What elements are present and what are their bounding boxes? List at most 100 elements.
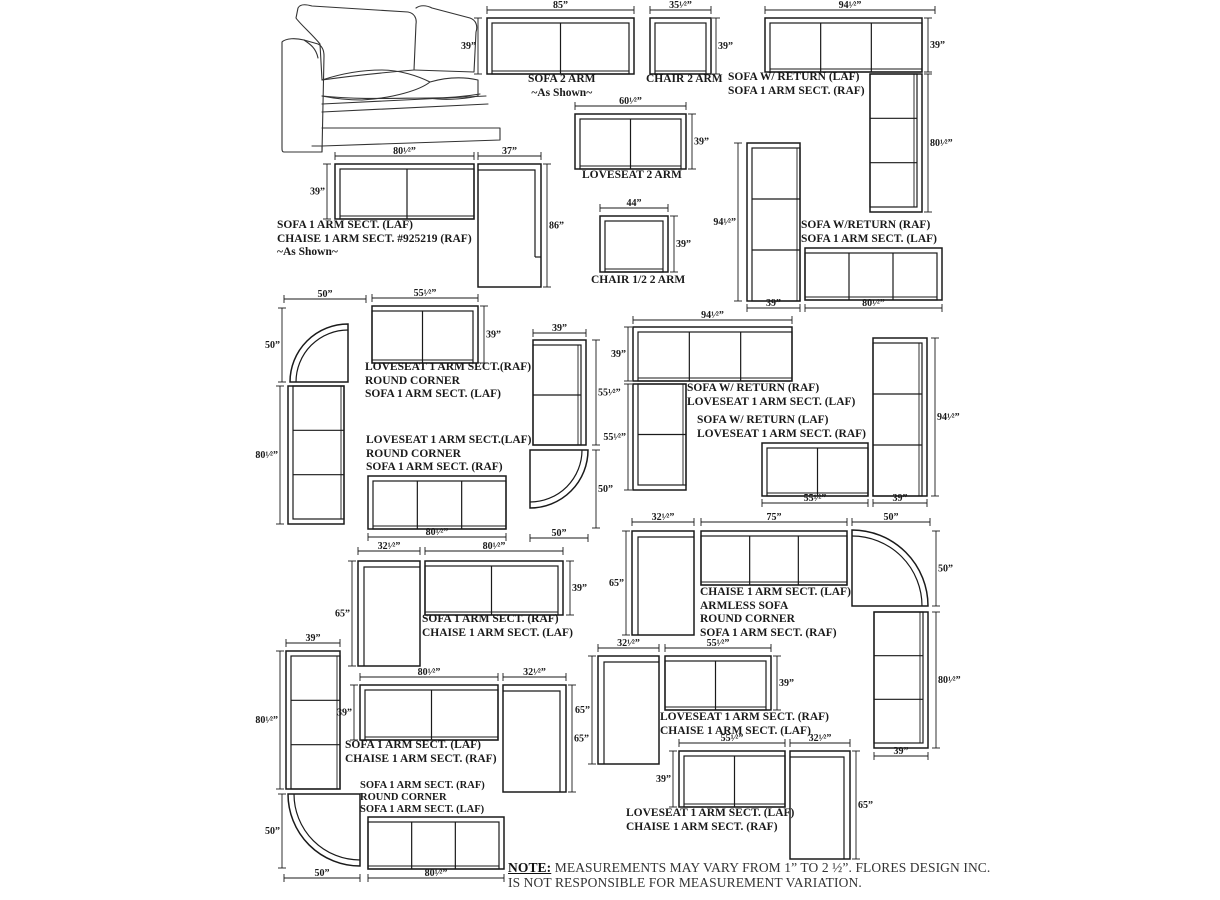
dimension-label: 80¹⁄²” [418, 667, 441, 678]
dimension-label: 39” [461, 41, 476, 52]
chaise-back [363, 566, 420, 666]
dimension-label: 32¹⁄²” [523, 667, 546, 678]
module-seat [872, 342, 923, 497]
module-outline [664, 655, 772, 711]
dimension-label: 39” [894, 746, 909, 757]
module-seat [290, 655, 341, 790]
dimension-label: 39” [611, 349, 626, 360]
dimension-label: 55¹⁄²” [707, 638, 730, 649]
label-line: CHAIR 1/2 2 ARM [591, 274, 686, 286]
dimension-label: 39” [310, 187, 325, 198]
note-line-2: IS NOT RESPONSIBLE FOR MEASUREMENT VARIA… [508, 875, 862, 890]
label-line: SOFA W/ RETURN (LAF) [697, 414, 829, 426]
chaise-back [637, 536, 694, 635]
module-seat [769, 22, 923, 73]
label-line: LOVESEAT 1 ARM SECT. (LAF) [687, 395, 856, 408]
dimension-label: 80¹⁄²” [426, 527, 449, 538]
dimension-label: 65” [858, 800, 873, 811]
label-line: LOVESEAT 1 ARM SECT.(LAF) [366, 434, 532, 446]
dimension-label: 32¹⁄²” [652, 512, 675, 523]
corner-inner [295, 329, 349, 383]
note-keyword: NOTE: [508, 860, 552, 875]
label-line: SOFA 1 ARM SECT. (LAF) [360, 803, 485, 815]
label-line: SOFA 1 ARM SECT. (LAF) [801, 232, 937, 245]
dimension-label: 39” [694, 137, 709, 148]
dimension-label: 39” [930, 40, 945, 51]
dimension-label: 55¹⁄²” [603, 432, 626, 443]
label-line: ~As Shown~ [277, 246, 338, 258]
dimension-label: 86” [549, 221, 564, 232]
dimension-label: 50” [265, 826, 280, 837]
dimension-label: 39” [552, 323, 567, 334]
dimension-label: 80¹⁄²” [425, 868, 448, 879]
label-line: ROUND CORNER [366, 447, 461, 460]
dimension-label: 35¹⁄²” [669, 0, 692, 11]
label-line: LOVESEAT 1 ARM SECT. (LAF) [626, 807, 795, 819]
chaise-back [503, 690, 561, 792]
round-corner [851, 529, 929, 607]
dimension-label: 65” [575, 705, 590, 716]
label-line: SOFA 1 ARM SECT. (RAF) [422, 613, 559, 625]
module-outline [761, 442, 869, 497]
dimension-label: 60¹⁄²” [619, 96, 642, 107]
label-line: CHAISE 1 ARM SECT. #925219 (RAF) [277, 232, 472, 245]
module-outline [599, 215, 669, 273]
dimension-label: 32¹⁄²” [617, 638, 640, 649]
module-outline [371, 305, 479, 364]
module-seat [292, 385, 345, 520]
label-sofa-raf-chaise-laf: SOFA 1 ARM SECT. (RAF)CHAISE 1 ARM SECT.… [422, 613, 573, 640]
note-line-1: MEASUREMENTS MAY VARY FROM 1” TO 2 ½”. F… [551, 860, 991, 875]
dimension-label: 50” [598, 484, 613, 495]
label-sofa-return-love-raf: SOFA W/ RETURN (LAF)LOVESEAT 1 ARM SECT.… [697, 414, 866, 441]
dimension-label: 94¹⁄²” [701, 310, 724, 321]
round-corner [289, 323, 349, 383]
dimension-label: 85” [553, 0, 568, 11]
label-sofa-return-love-laf: SOFA W/ RETURN (RAF)LOVESEAT 1 ARM SECT.… [687, 382, 855, 409]
dimension-label: 55¹⁄²” [598, 388, 621, 399]
label-sofa-return-laf: SOFA W/ RETURN (LAF)SOFA 1 ARM SECT. (RA… [728, 71, 865, 98]
measurement-note: NOTE: MEASUREMENTS MAY VARY FROM 1” TO 2… [508, 860, 990, 890]
dimension-label: 65” [335, 609, 350, 620]
label-line: ARMLESS SOFA [700, 599, 789, 612]
label-line: SOFA 1 ARM SECT. (LAF) [365, 388, 501, 400]
dimension-label: 39” [337, 708, 352, 719]
chaise-outline [597, 655, 660, 765]
chaise-outline [789, 750, 851, 860]
dimension-label: 50” [265, 340, 280, 351]
label-line: ROUND CORNER [365, 374, 460, 387]
dimension-label: 94¹⁄²” [839, 0, 862, 11]
dimension-label: 39” [306, 633, 321, 644]
label-line: CHAISE 1 ARM SECT. (LAF) [660, 724, 811, 737]
dimension-label: 80¹⁄²” [393, 146, 416, 157]
label-line: CHAISE 1 ARM SECT. (RAF) [626, 820, 778, 833]
label-line: LOVESEAT 1 ARM SECT. (RAF) [660, 711, 830, 723]
module-seat [604, 220, 664, 273]
module-seat [367, 821, 500, 870]
module-outline [424, 560, 564, 616]
module-seat [654, 22, 707, 75]
label-line: SOFA 1 ARM SECT. (RAF) [360, 780, 485, 791]
chaise-back [478, 169, 536, 257]
module-seat [751, 147, 801, 302]
label-line: SOFA W/ RETURN (LAF) [728, 71, 860, 83]
module-outline [287, 385, 345, 525]
label-chair-half-2-arm: CHAIR 1/2 2 ARM [591, 274, 685, 288]
dimension-label: 37” [502, 146, 517, 157]
dimension-label: 50” [318, 289, 333, 300]
label-line: SOFA 2 ARM [528, 73, 596, 85]
module-seat [372, 480, 507, 530]
dimension-label: 94¹⁄²” [713, 217, 736, 228]
label-line: ROUND CORNER [700, 613, 795, 625]
label-line: CHAISE 1 ARM SECT. (RAF) [345, 752, 497, 765]
label-line: SOFA 1 ARM SECT. (LAF) [277, 219, 413, 231]
dimension-label: 80¹⁄²” [930, 138, 953, 149]
dimension-label: 50” [884, 512, 899, 523]
label-line: CHAIR 2 ARM [646, 73, 723, 85]
dimension-label: 50” [552, 528, 567, 539]
module-outline [359, 684, 499, 741]
dimension-label: 55¹⁄²” [414, 288, 437, 299]
dimension-label: 50” [315, 868, 330, 879]
